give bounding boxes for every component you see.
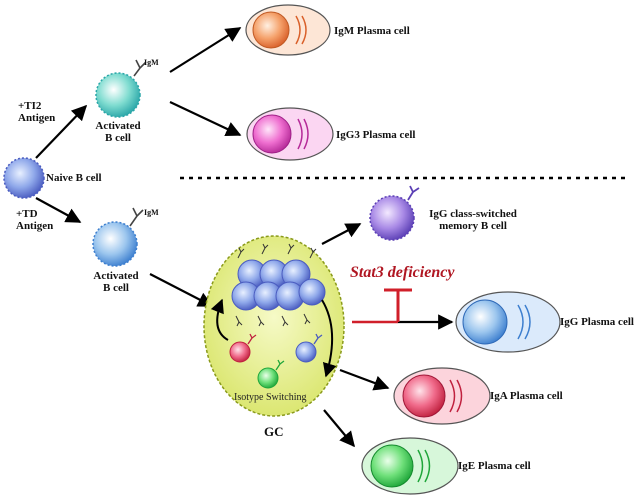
activated-b-cell-bottom [92,207,144,267]
label-naive-b-cell: Naive B cell [46,172,102,184]
arrow-to-iga-plasma [339,368,390,391]
naive-b-cell [3,157,45,199]
label-activated-b-cell-top: Activated B cell [95,120,141,144]
label-iga-plasma-cell: IgA Plasma cell [490,390,563,402]
label-td-antigen: +TD Antigen [16,208,54,232]
gc-red-b-cell [229,333,257,363]
arrow-to-memory [321,223,362,245]
igg3-plasma-cell [246,107,334,161]
activated-b-cell-top [95,59,147,118]
ige-plasma-cell [361,437,459,495]
arrow-td [35,197,82,223]
label-igg-memory-b-cell: IgG class-switched memory B cell [429,208,517,232]
arrow-to-igm-plasma [169,27,242,73]
label-igm-plasma-cell: IgM Plasma cell [334,25,410,37]
arrow-to-gc [149,273,214,307]
label-igg3-plasma-cell: IgG3 Plasma cell [336,129,416,141]
arrow-to-ige-plasma [323,409,355,448]
label-ti2-antigen: +TI2 Antigen [18,100,56,124]
gc-green-b-cell [257,359,285,389]
germinal-center [203,235,345,417]
inhibition-t-bar-icon [384,288,412,322]
igm-antibody-bottom-icon [129,207,144,227]
iga-plasma-cell [393,367,491,425]
label-ige-plasma-cell: IgE Plasma cell [458,460,531,472]
label-stat3-deficiency: Stat3 deficiency [350,264,455,281]
igm-plasma-cell [245,4,331,56]
igm-antibody-top-icon [133,59,147,77]
gc-b-cell-cluster [231,259,326,311]
gc-cycle-arrow-right [321,299,337,378]
gc-blue-b-cell [295,333,323,363]
label-gc: GC [264,424,284,439]
label-isotype-switching: Isotype Switching [234,392,307,403]
label-igm-top: IgM [144,58,159,67]
gc-cycle-arrow-left [210,298,229,341]
igg-memory-b-cell [369,185,420,241]
arrow-ti2 [35,104,88,159]
igg-plasma-cell [455,291,561,353]
arrow-to-igg3-plasma [169,101,242,137]
gc-antibody-marks [235,243,317,327]
label-igm-bottom: IgM [144,208,159,217]
label-igg-plasma-cell: IgG Plasma cell [560,316,634,328]
label-activated-b-cell-bottom: Activated B cell [93,270,139,294]
